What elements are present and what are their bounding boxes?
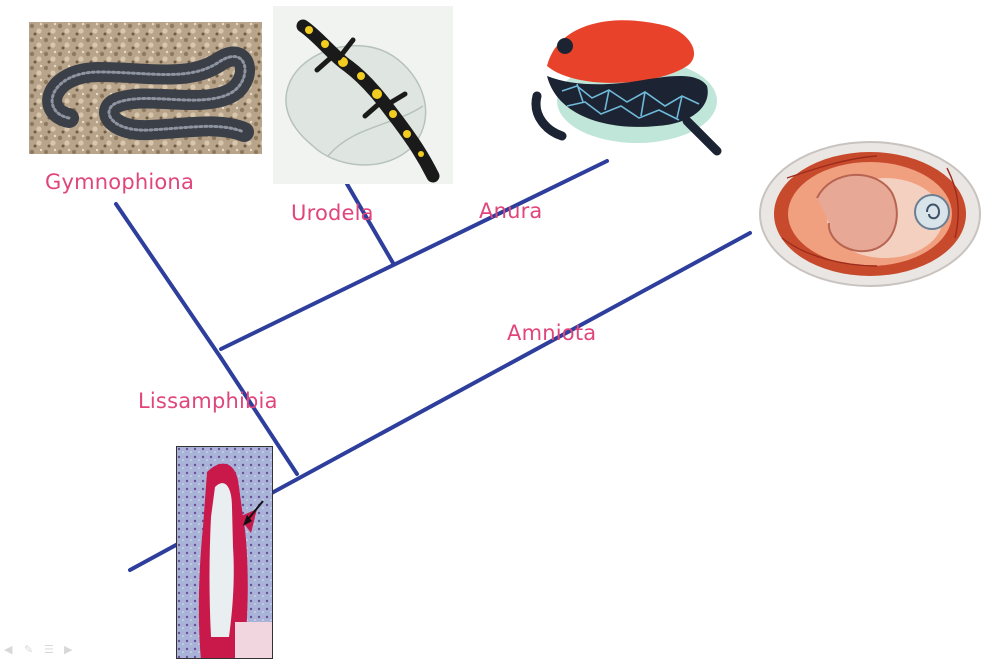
fire-salamander-image: [273, 6, 453, 184]
menu-icon[interactable]: ☰: [44, 644, 54, 655]
lissamphibia-label: Lissamphibia: [138, 391, 278, 412]
back-icon[interactable]: ◀: [4, 644, 12, 655]
anura-label: Anura: [479, 201, 543, 222]
gymnophiona-label: Gymnophiona: [45, 172, 194, 193]
pencil-icon[interactable]: ✎: [24, 644, 33, 655]
poison-dart-frog-image: [517, 6, 727, 156]
embryo-in-egg-image: [757, 138, 983, 290]
caecilian-image: [29, 22, 262, 154]
tooth-histology-image: [176, 446, 273, 659]
forward-icon[interactable]: ▶: [64, 644, 72, 655]
amniota-label: Amniota: [507, 323, 596, 344]
branch-gymnophiona: [116, 204, 221, 358]
urodela-label: Urodela: [291, 203, 374, 224]
